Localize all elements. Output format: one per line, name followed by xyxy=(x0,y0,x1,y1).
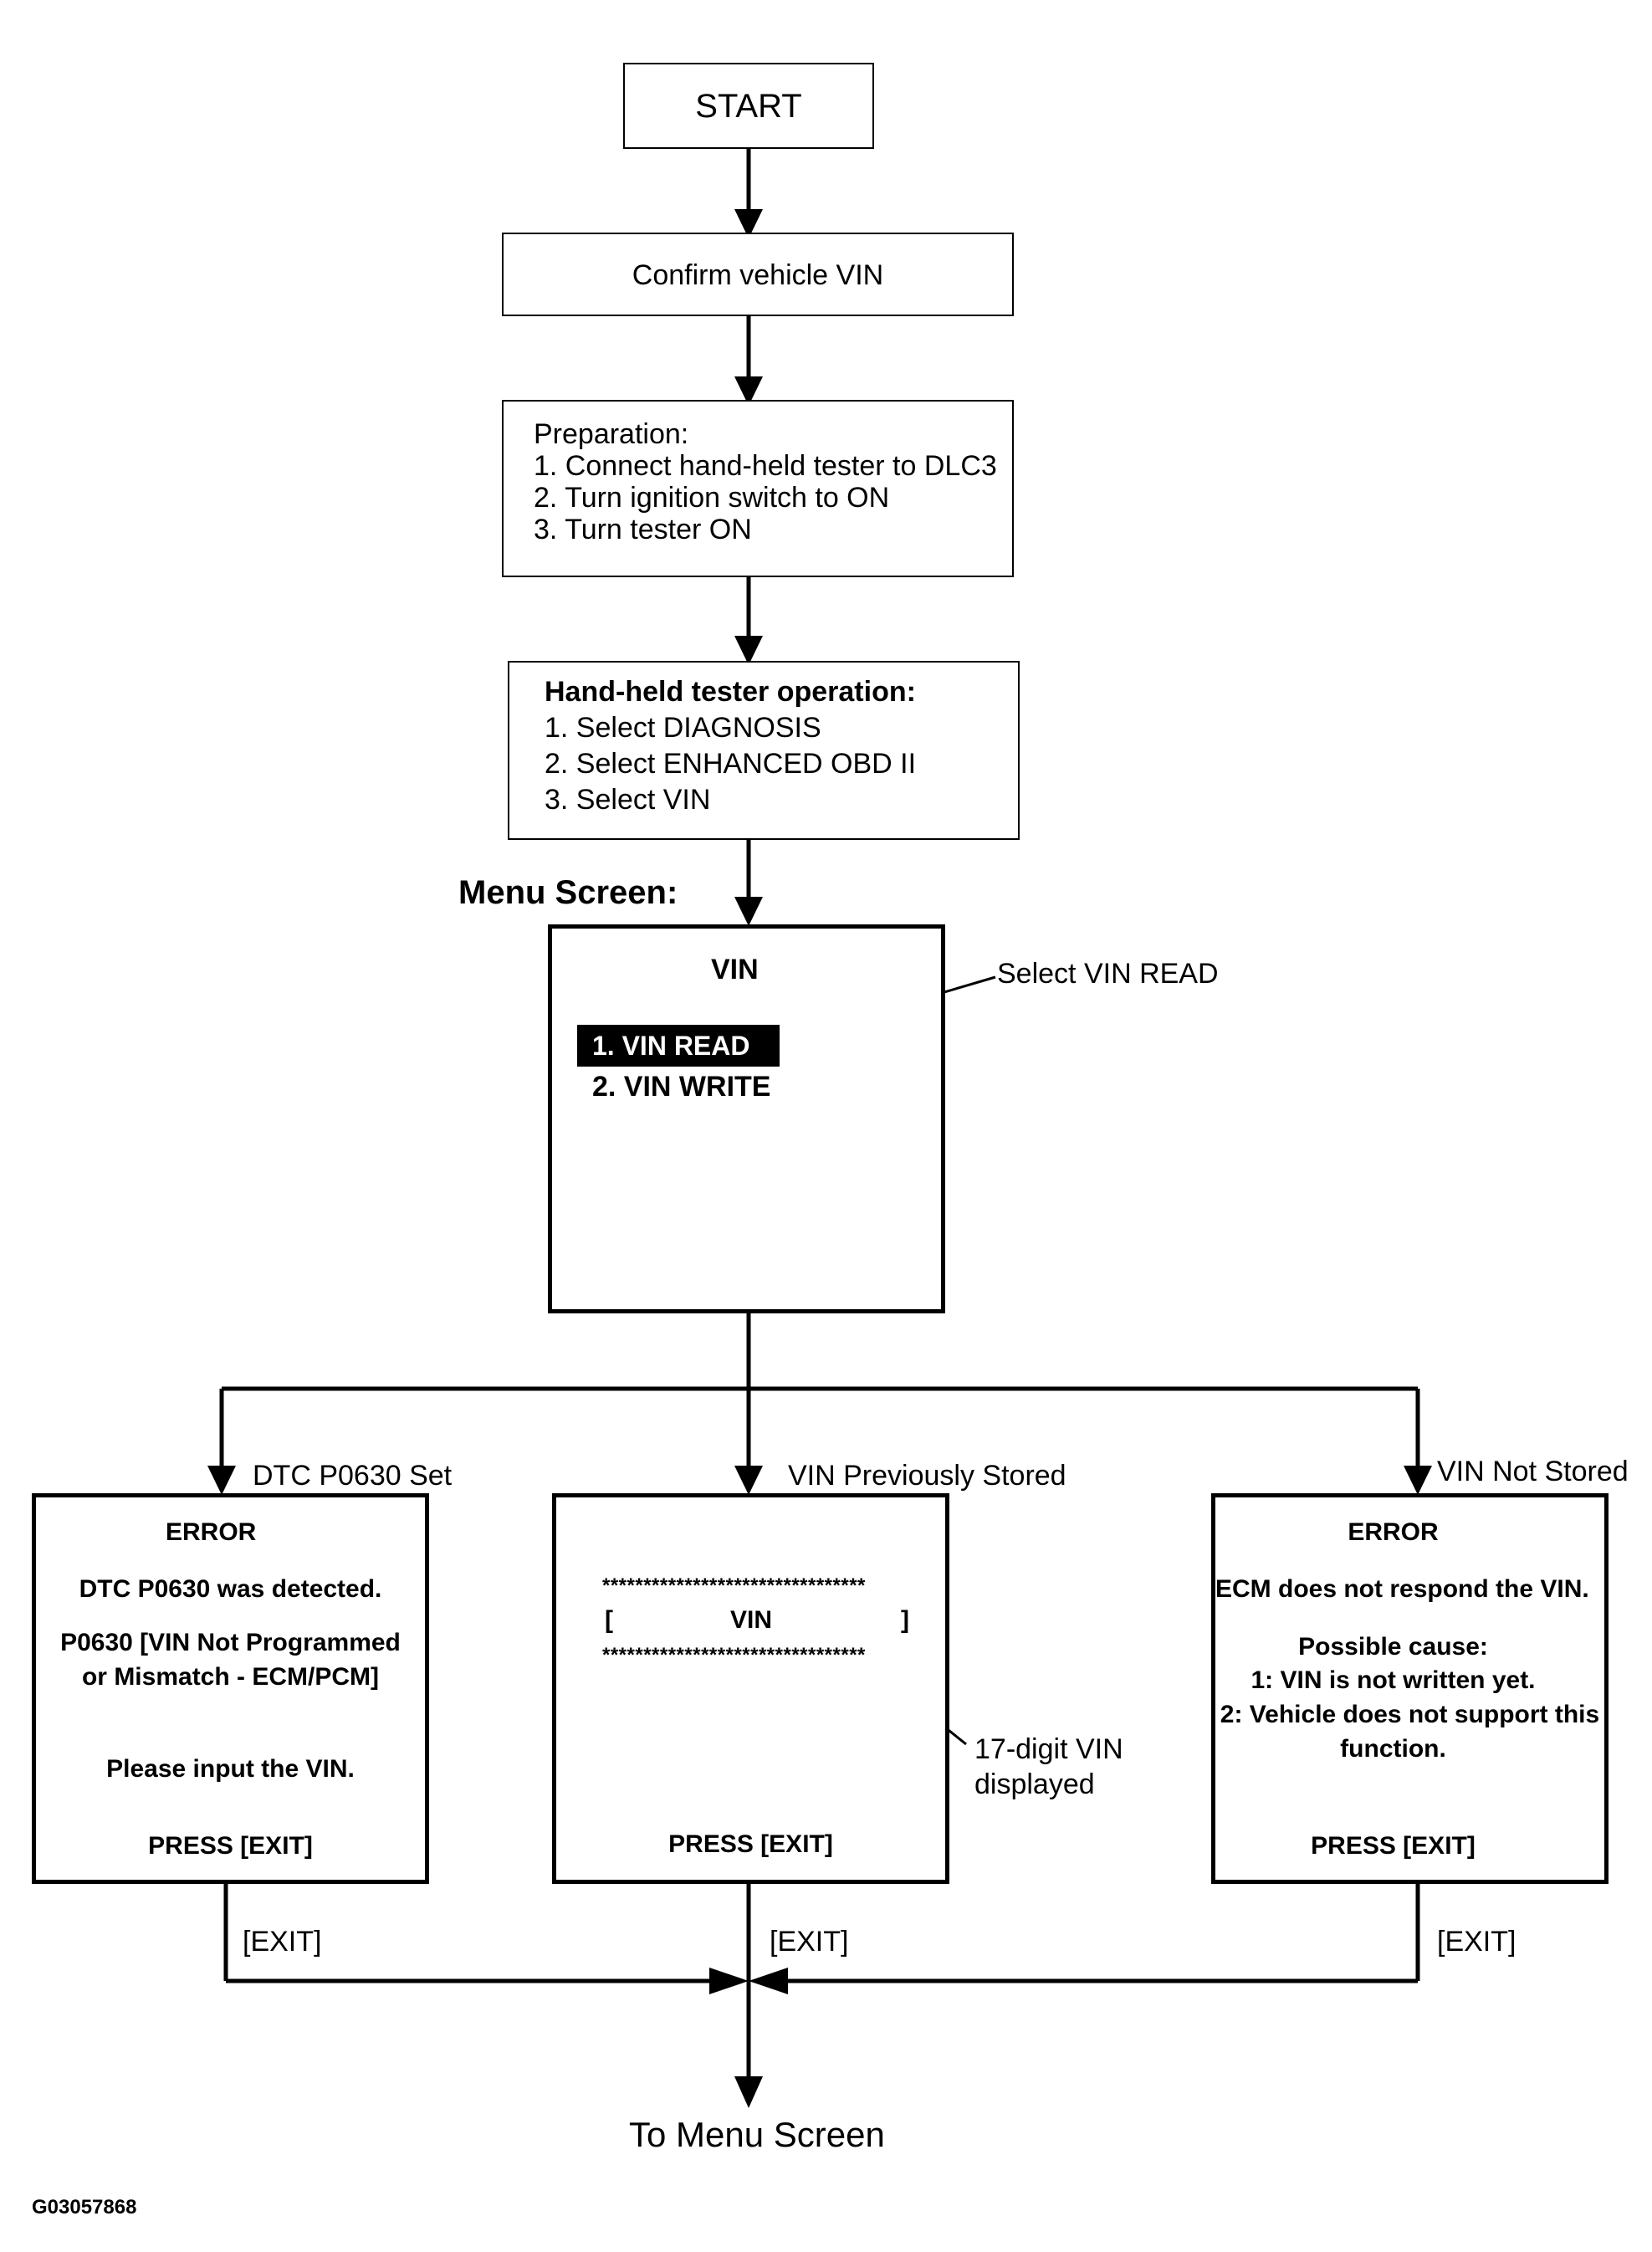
tester-step-1: 1. Select DIAGNOSIS xyxy=(545,712,821,744)
preparation-step-3: 3. Turn tester ON xyxy=(534,514,752,545)
right-error-line1: ECM does not respond the VIN. xyxy=(1215,1575,1589,1603)
menu-screen-heading: Menu Screen: xyxy=(458,874,678,911)
branch-label-dtc: DTC P0630 Set xyxy=(253,1460,453,1492)
right-error-line4: 2: Vehicle does not support this xyxy=(1220,1701,1600,1728)
tester-operation-title: Hand-held tester operation: xyxy=(545,676,916,708)
exit-label-right: [EXIT] xyxy=(1437,1926,1516,1958)
start-label: START xyxy=(695,88,802,125)
tester-step-3: 3. Select VIN xyxy=(545,784,711,816)
tester-operation-text: Hand-held tester operation: 1. Select DI… xyxy=(545,674,916,818)
middle-stars-bottom: ******************************** xyxy=(602,1644,866,1666)
left-error-screen: ERROR DTC P0630 was detected. P0630 [VIN… xyxy=(32,1493,429,1884)
middle-stars-top: ******************************** xyxy=(602,1574,866,1597)
left-error-line3: or Mismatch - ECM/PCM] xyxy=(81,1663,380,1691)
right-error-screen: ERROR ECM does not respond the VIN. Poss… xyxy=(1211,1493,1609,1884)
left-press-exit[interactable]: PRESS [EXIT] xyxy=(148,1832,313,1860)
right-press-exit[interactable]: PRESS [EXIT] xyxy=(1311,1832,1476,1860)
preparation-step-1: 1. Connect hand-held tester to DLC3 xyxy=(534,450,997,482)
middle-vin-screen: ******************************** [ VIN ]… xyxy=(552,1493,949,1884)
preparation-title: Preparation: xyxy=(534,418,689,450)
exit-label-middle: [EXIT] xyxy=(770,1926,849,1958)
confirm-vin-box: Confirm vehicle VIN xyxy=(502,233,1014,316)
right-error-line5: function. xyxy=(1340,1735,1446,1763)
menu-screen-box: VIN 1. VIN READ 2. VIN WRITE xyxy=(548,924,945,1313)
callout-17-digit-line2: displayed xyxy=(974,1768,1095,1800)
preparation-step-2: 2. Turn ignition switch to ON xyxy=(534,482,890,514)
tester-step-2: 2. Select ENHANCED OBD II xyxy=(545,748,917,780)
start-box: START xyxy=(623,63,874,149)
left-error-title: ERROR xyxy=(166,1518,257,1546)
preparation-box: Preparation: 1. Connect hand-held tester… xyxy=(502,400,1014,577)
branch-label-not-stored: VIN Not Stored xyxy=(1437,1456,1629,1487)
right-error-line3: 1: VIN is not written yet. xyxy=(1251,1666,1536,1694)
left-error-line4: Please input the VIN. xyxy=(106,1755,355,1783)
menu-screen-title: VIN xyxy=(711,954,759,985)
middle-vin-label: VIN xyxy=(730,1606,773,1634)
confirm-vin-label: Confirm vehicle VIN xyxy=(632,259,884,291)
callout-17-digit-vin: 17-digit VIN displayed xyxy=(974,1732,1123,1802)
menu-item-vin-read[interactable]: 1. VIN READ xyxy=(577,1025,780,1067)
exit-label-left: [EXIT] xyxy=(243,1926,322,1958)
menu-item-vin-write[interactable]: 2. VIN WRITE xyxy=(592,1071,771,1103)
middle-bracket-right: ] xyxy=(901,1606,909,1634)
callout-select-vin-read: Select VIN READ xyxy=(997,958,1219,990)
left-error-line2: P0630 [VIN Not Programmed xyxy=(60,1629,401,1656)
figure-id: G03057868 xyxy=(32,2196,137,2219)
middle-bracket-left: [ xyxy=(605,1606,613,1634)
right-error-title: ERROR xyxy=(1348,1518,1439,1546)
left-error-line1: DTC P0630 was detected. xyxy=(79,1575,382,1603)
branch-label-stored: VIN Previously Stored xyxy=(788,1460,1066,1492)
right-error-line2: Possible cause: xyxy=(1298,1633,1488,1661)
preparation-text: Preparation: 1. Connect hand-held tester… xyxy=(534,418,997,545)
tester-operation-box: Hand-held tester operation: 1. Select DI… xyxy=(508,661,1020,840)
callout-17-digit-line1: 17-digit VIN xyxy=(974,1733,1123,1765)
middle-press-exit[interactable]: PRESS [EXIT] xyxy=(668,1830,833,1858)
to-menu-screen-label: To Menu Screen xyxy=(629,2115,885,2154)
